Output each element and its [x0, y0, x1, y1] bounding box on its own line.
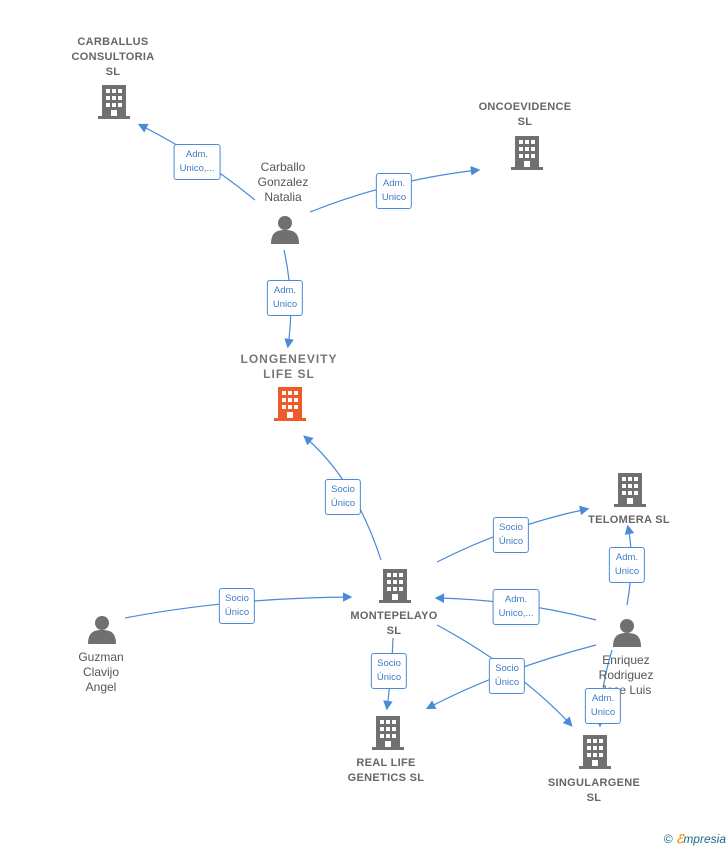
building-icon[interactable] — [379, 569, 411, 603]
node-oncoevidence-label[interactable]: ONCOEVIDENCE SL — [478, 101, 572, 128]
edge-label-adm-unico[interactable]: Adm. Unico,... — [173, 144, 221, 180]
edge-label-socio-unico[interactable]: Socio Único — [324, 479, 362, 515]
node-telomera-label[interactable]: TELOMERA SL — [588, 514, 670, 526]
person-icon[interactable] — [271, 216, 299, 244]
edge-label-socio-unico[interactable]: Socio Único — [218, 588, 256, 624]
person-icon[interactable] — [613, 619, 641, 647]
node-longenevity-label[interactable]: LONGENEVITY LIFE SL — [240, 352, 338, 381]
edge-label-adm-unico[interactable]: Adm. Unico — [266, 280, 304, 316]
node-carballo-label[interactable]: Carballo Gonzalez Natalia — [257, 160, 309, 204]
node-singulargene-label[interactable]: SINGULARGENE SL — [547, 777, 641, 804]
node-carballus-label[interactable]: CARBALLUS CONSULTORIA SL — [71, 36, 155, 78]
person-icon[interactable] — [88, 616, 116, 644]
edge-label-adm-unico[interactable]: Adm. Unico — [608, 547, 646, 583]
brand-e: ℰ — [676, 832, 684, 846]
node-reallife-label[interactable]: REAL LIFE GENETICS SL — [347, 757, 425, 784]
copyright-symbol: © — [663, 832, 673, 846]
building-icon[interactable] — [614, 473, 646, 507]
building-icon[interactable] — [98, 85, 130, 119]
focus-building-icon[interactable] — [274, 387, 306, 421]
edge-label-socio-unico[interactable]: Socio Único — [370, 653, 408, 689]
edge-label-adm-unico[interactable]: Adm. Unico — [584, 688, 622, 724]
node-guzman-label[interactable]: Guzman Clavijo Angel — [78, 650, 124, 694]
edge-label-socio-unico[interactable]: Socio Único — [492, 517, 530, 553]
edge-label-adm-unico[interactable]: Adm. Unico — [375, 173, 413, 209]
node-montepelayo-label[interactable]: MONTEPELAYO SL — [350, 610, 438, 637]
building-icon[interactable] — [372, 716, 404, 750]
building-icon[interactable] — [511, 136, 543, 170]
edge-label-adm-unico[interactable]: Adm. Unico,... — [492, 589, 540, 625]
brand-name: mpresia — [683, 832, 726, 846]
edge-label-socio-unico[interactable]: Socio Único — [488, 658, 526, 694]
empresia-logo: © ℰmpresia — [664, 832, 726, 846]
building-icon[interactable] — [579, 735, 611, 769]
